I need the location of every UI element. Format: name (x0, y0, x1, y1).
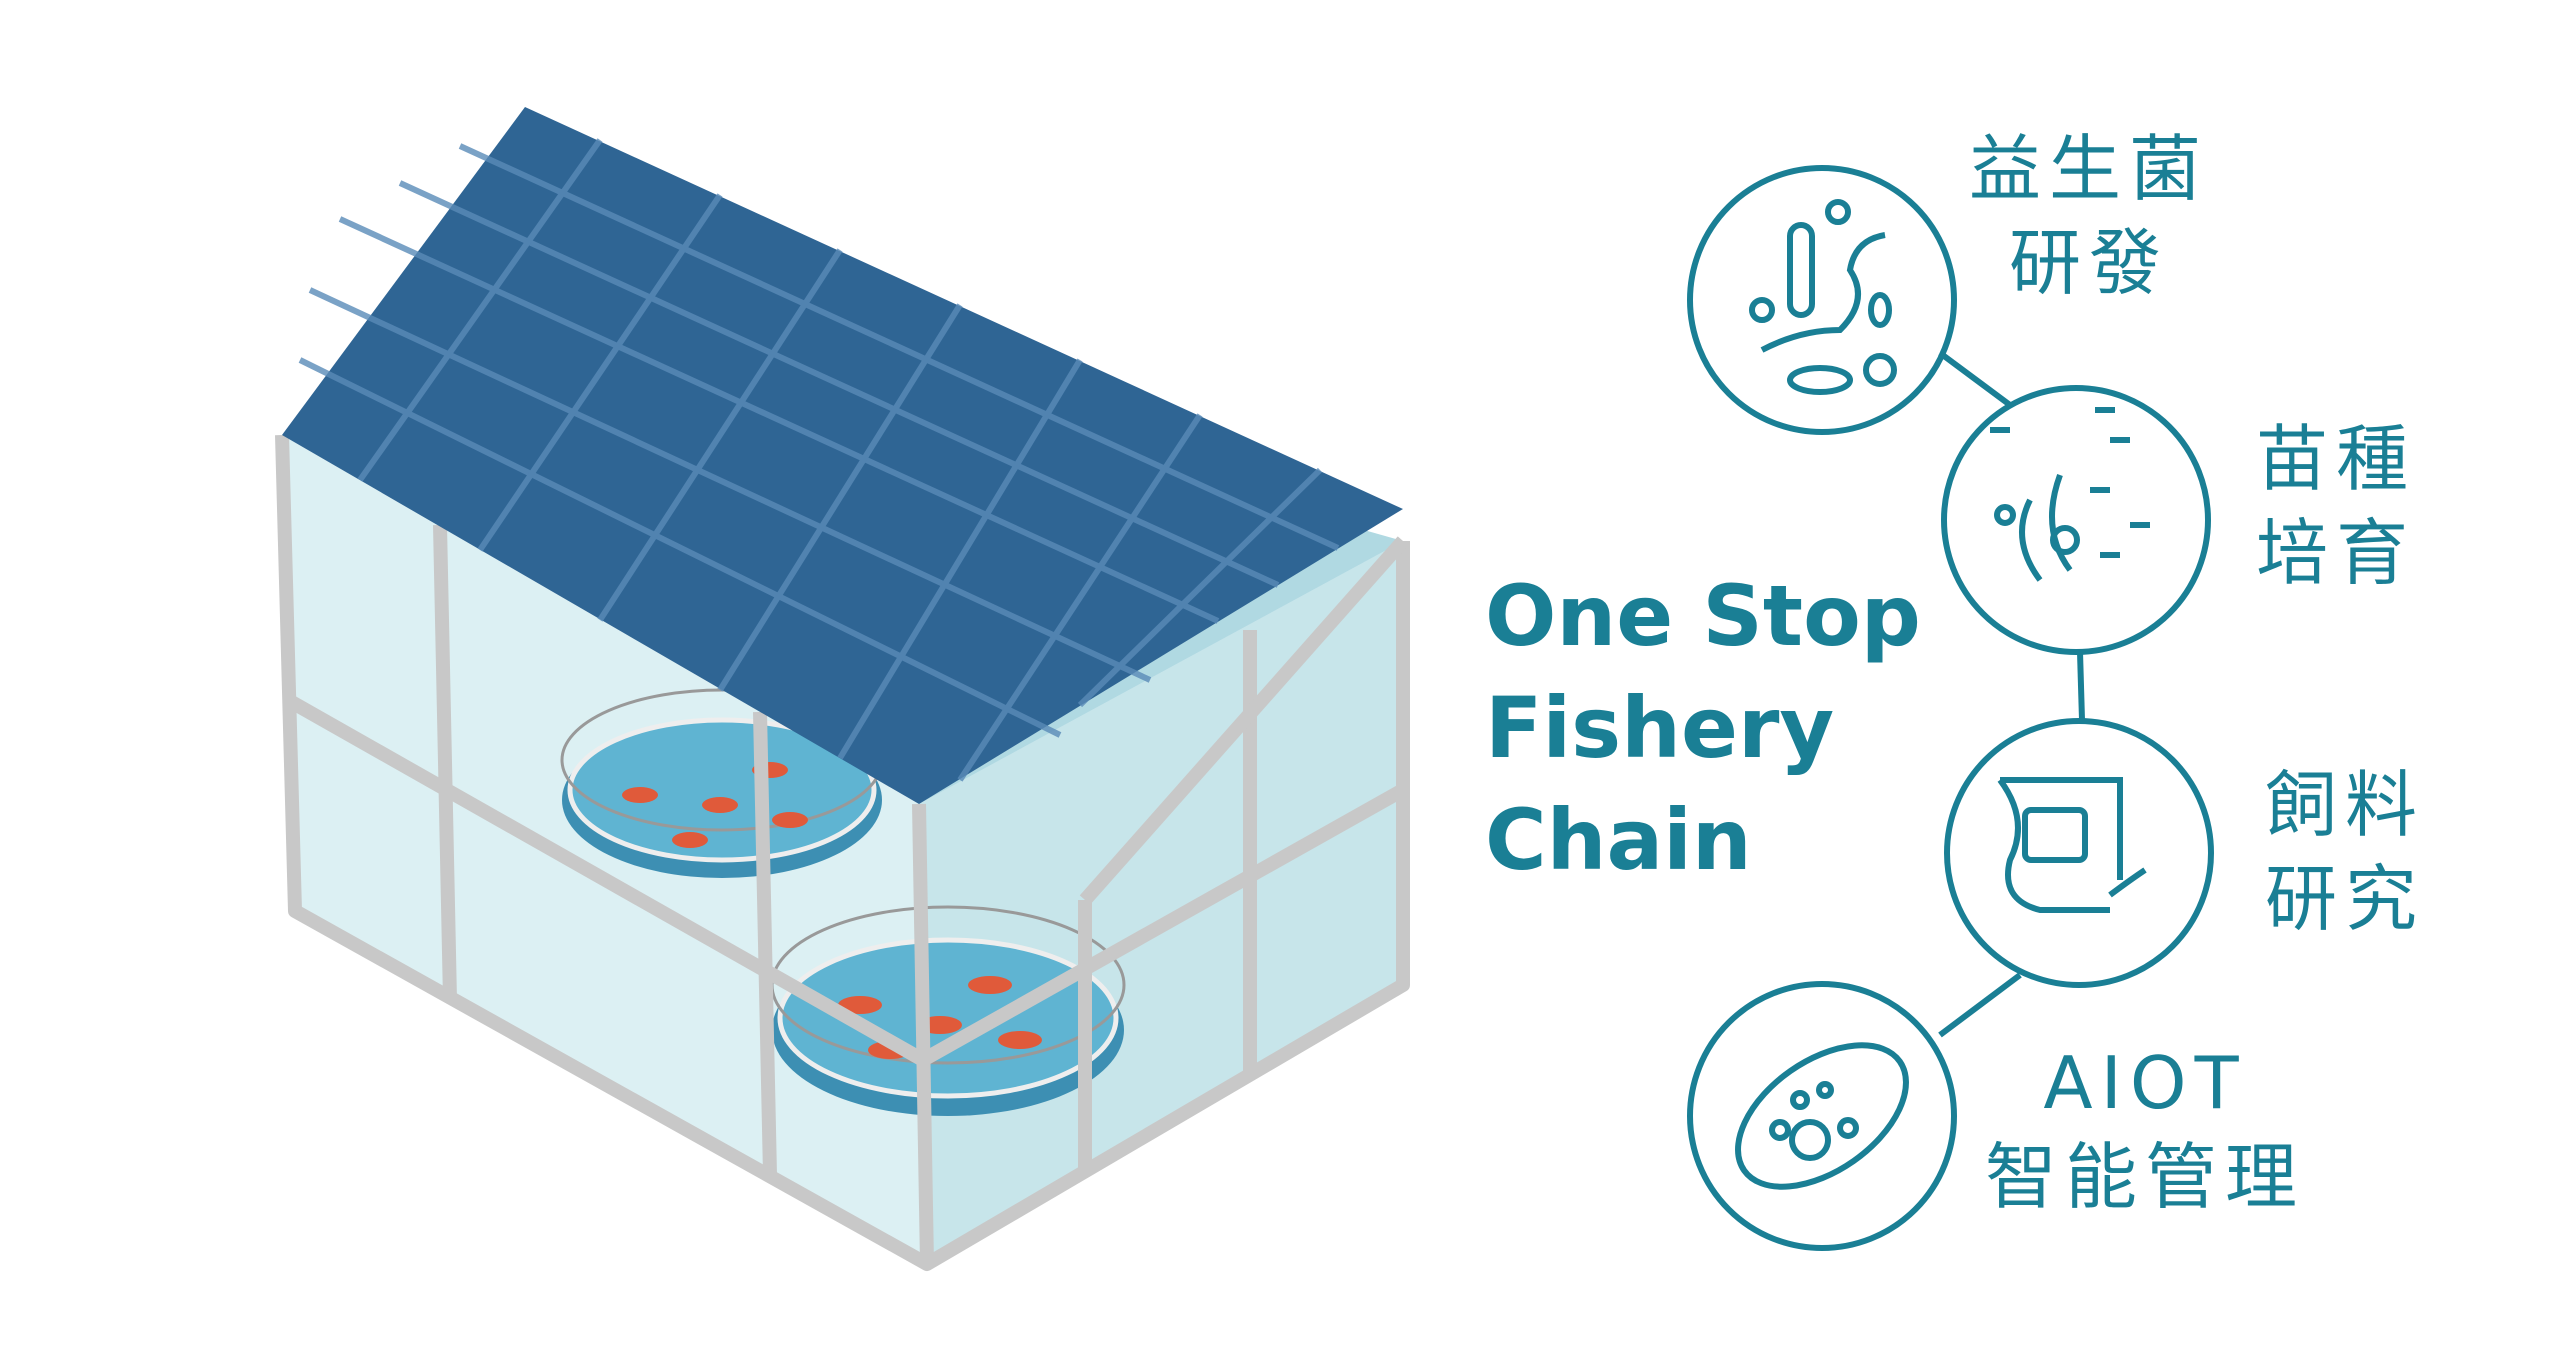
step-circle-4 (1687, 981, 1957, 1251)
feed-bag-icon (1997, 777, 2123, 913)
step-label-aiot: AIOT 智能管理 (1985, 1036, 2305, 1224)
step-label-line: 益生菌 (1968, 127, 2210, 211)
step-label-line: 智能管理 (1984, 1135, 2306, 1219)
larvae-icon (2019, 498, 2043, 582)
chain-connectors (1938, 350, 2085, 1038)
title-line-2: Fishery (1485, 679, 1835, 777)
tank-front (770, 905, 1126, 1116)
tank-back (560, 688, 884, 878)
step-circle-3 (1944, 718, 2214, 988)
title-line-3: Chain (1485, 791, 1752, 889)
step-label-seedling: 苗種 培育 (2256, 412, 2416, 600)
microbe-icon (1735, 1042, 1909, 1190)
bacteria-icon (1787, 222, 1815, 318)
step-label-probiotics: 益生菌 研發 (1969, 122, 2209, 310)
title-line-1: One Stop (1485, 567, 1921, 665)
tiled-roof (282, 107, 1403, 804)
step-label-feed: 飼料 研究 (2265, 758, 2425, 946)
roof-tiles (298, 138, 1340, 782)
step-label-line: 苗種 (2255, 417, 2417, 501)
greenhouse-frame (275, 434, 1410, 1271)
step-label-line: 培育 (2255, 511, 2417, 595)
chain-title: One Stop Fishery Chain (1485, 560, 1921, 896)
step-label-line: 研究 (2264, 857, 2426, 941)
step-label-line: AIOT (2043, 1041, 2247, 1125)
step-circle-2 (1941, 385, 2211, 655)
step-circle-1 (1687, 165, 1957, 435)
step-label-line: 研發 (2008, 221, 2170, 305)
step-label-line: 飼料 (2264, 763, 2426, 847)
